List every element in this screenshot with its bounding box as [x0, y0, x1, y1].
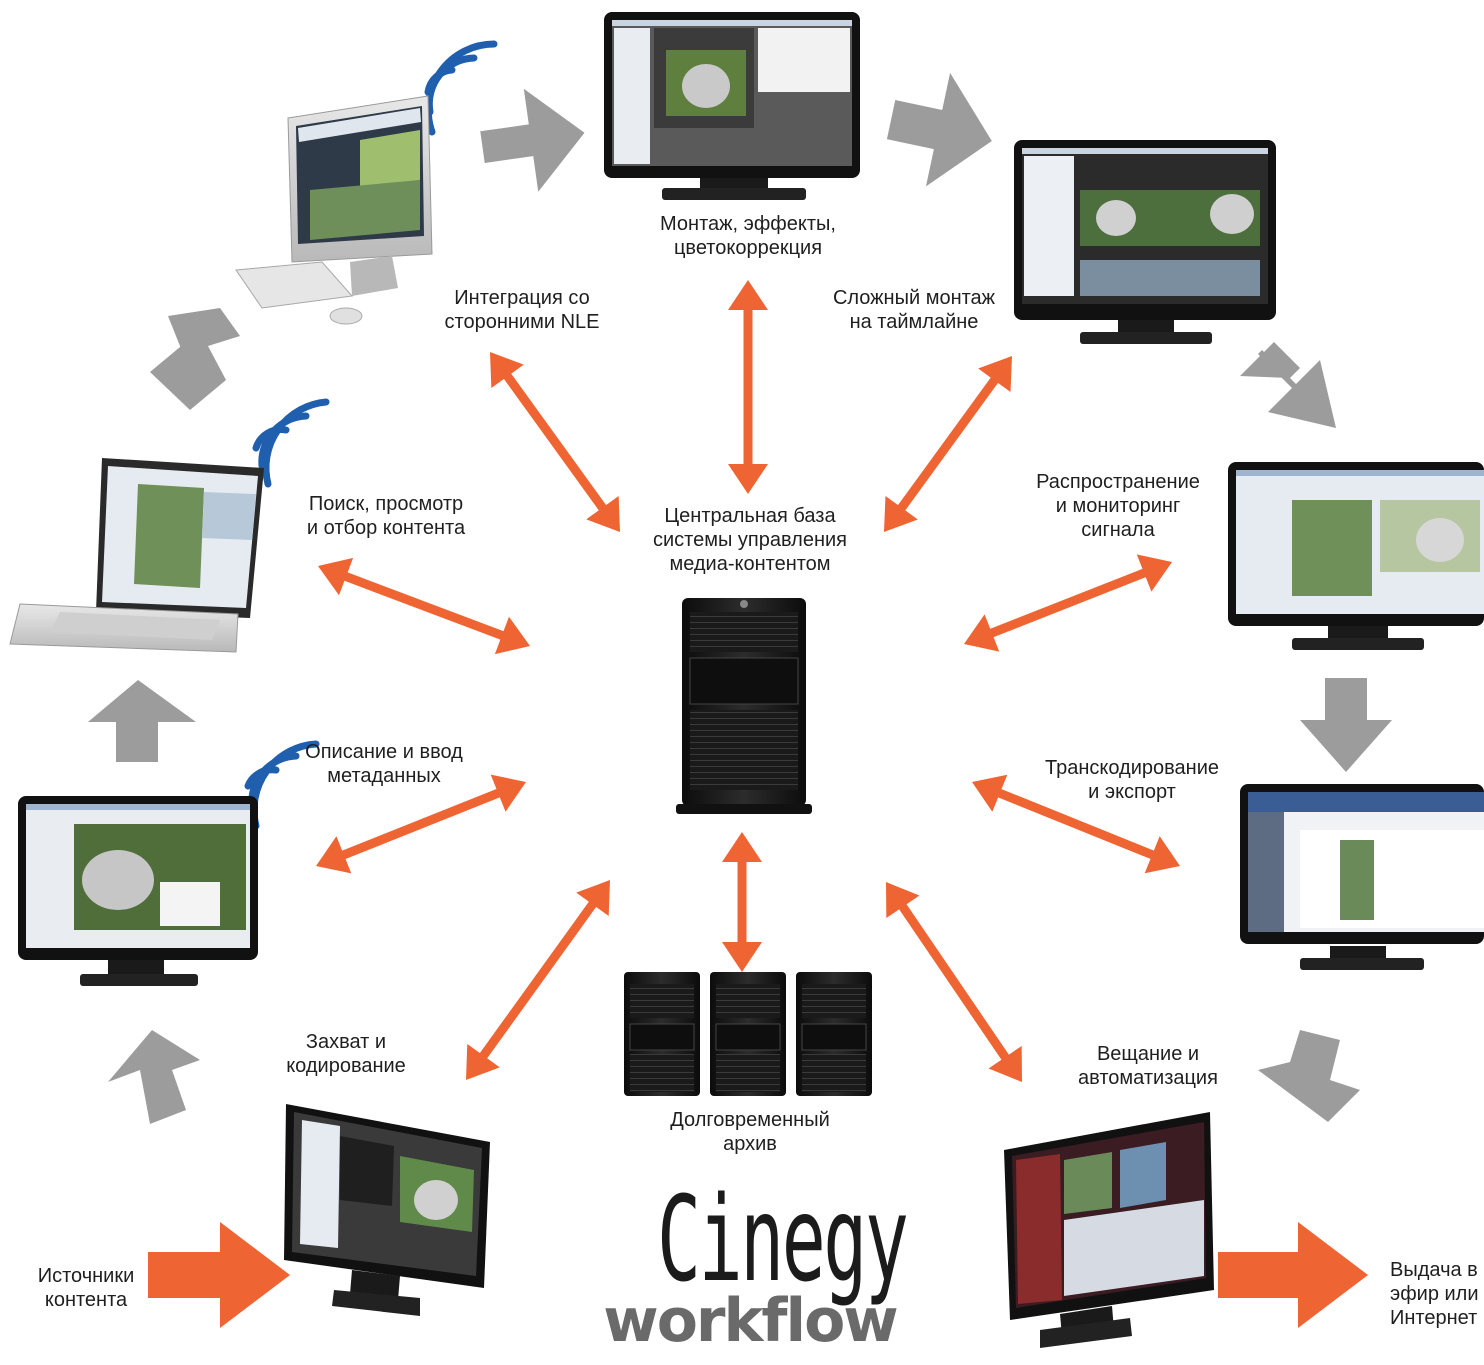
- monitor-editing: [604, 12, 860, 200]
- orange-arrow-output: [1218, 1222, 1368, 1328]
- monitor-broadcast: [1004, 1112, 1214, 1348]
- label-editing: Монтаж, эффекты,цветокоррекция: [660, 213, 836, 259]
- gray-arrow-capture-to-metadata: [108, 1030, 200, 1124]
- dbl-arrow-distribution: [964, 554, 1172, 652]
- cinegy-workflow-logo: Cinegy workflow: [600, 1170, 909, 1360]
- gray-arrow-search-to-integration: [150, 308, 240, 410]
- archive-server-3: [796, 972, 872, 1096]
- gray-arrow-integration-to-editing: [480, 88, 585, 192]
- gray-arrow-editing-to-timeline: [886, 72, 992, 187]
- gray-arrow-distribution-to-transcoding: [1300, 678, 1392, 772]
- dbl-arrow-search: [318, 557, 530, 655]
- monitor-distribution: [1228, 462, 1484, 650]
- logo-subtitle: workflow: [603, 1286, 898, 1356]
- wifi-icon-laptop: [252, 398, 330, 488]
- dbl-arrow-archive: [722, 832, 762, 972]
- orange-arrow-sources-in: [148, 1222, 290, 1328]
- wifi-icon-imac: [424, 40, 498, 136]
- monitor-timeline: [1014, 140, 1276, 344]
- dbl-arrow-capture: [466, 880, 610, 1080]
- monitor-capture: [284, 1104, 490, 1316]
- dbl-arrow-metadata: [316, 774, 526, 874]
- dbl-arrow-integration: [490, 352, 620, 532]
- monitor-transcoding: [1240, 784, 1484, 970]
- logo-brand: Cinegy: [657, 1170, 909, 1308]
- gray-arrow-timeline-to-distribution: [1240, 342, 1336, 428]
- dbl-arrow-editing: [728, 280, 768, 494]
- dbl-arrow-transcoding: [972, 774, 1180, 874]
- laptop-search: [9, 458, 264, 653]
- gray-arrow-transcoding-to-broadcast: [1258, 1030, 1360, 1122]
- gray-arrow-metadata-to-search: [88, 680, 196, 762]
- archive-server-1: [624, 972, 700, 1096]
- dbl-arrow-timeline: [884, 356, 1012, 532]
- central-server-icon: [676, 598, 812, 814]
- imac-integration: [235, 95, 433, 325]
- monitor-metadata: [18, 796, 258, 986]
- dbl-arrow-broadcast: [886, 882, 1022, 1082]
- double-arrows: [316, 280, 1180, 1082]
- archive-server-2: [710, 972, 786, 1096]
